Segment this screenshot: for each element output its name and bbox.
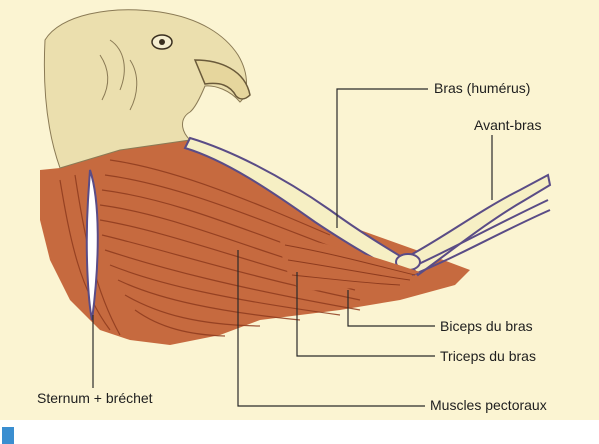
label-sternum: Sternum + bréchet [37, 391, 153, 405]
lower-white-band [0, 420, 599, 444]
label-biceps: Biceps du bras [440, 319, 533, 333]
label-forearm: Avant-bras [474, 118, 541, 132]
label-humerus: Bras (humérus) [434, 81, 530, 95]
page-corner-marker [2, 427, 14, 444]
label-pectoral: Muscles pectoraux [430, 398, 547, 412]
label-triceps: Triceps du bras [440, 349, 536, 363]
